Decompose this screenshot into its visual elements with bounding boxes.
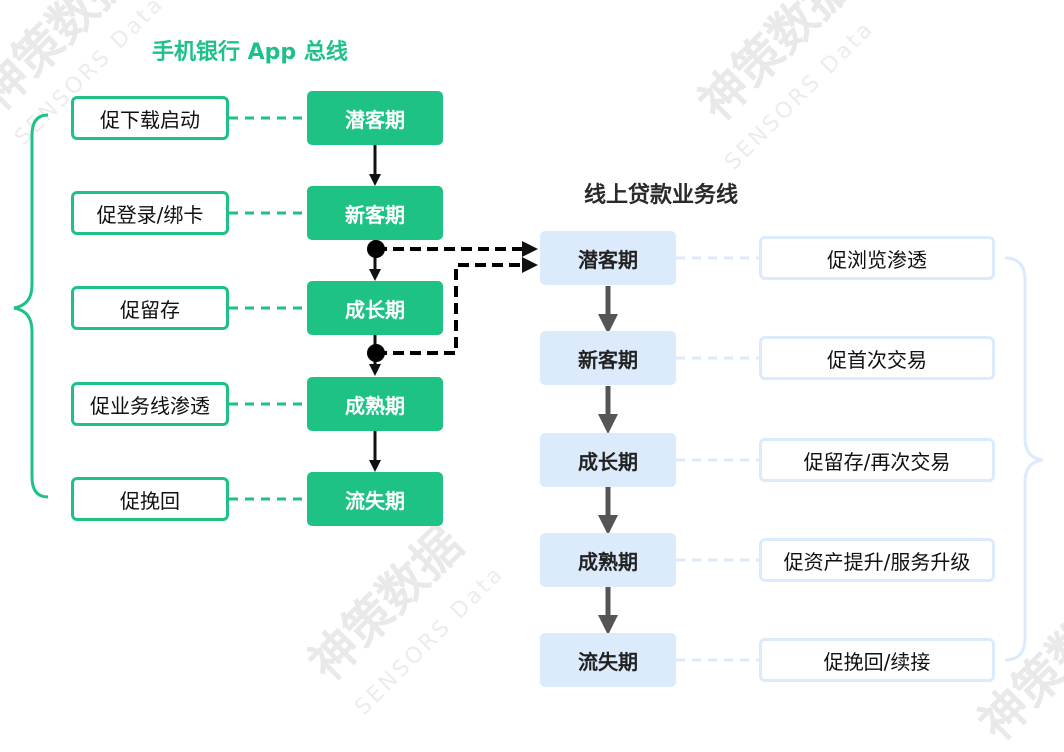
left-action-winback: 促挽回 — [71, 477, 229, 521]
left-stage-growth: 成长期 — [307, 281, 443, 335]
left-action-retention: 促留存 — [71, 286, 229, 330]
right-stage-churn: 流失期 — [540, 633, 676, 687]
junction-dot — [367, 240, 385, 258]
left-action-download: 促下载启动 — [71, 96, 229, 140]
right-action-winback: 促挽回/续接 — [759, 638, 995, 682]
left-dashed-links — [229, 116, 307, 501]
right-stage-prospect: 潜客期 — [540, 231, 676, 285]
left-stage-churn: 流失期 — [307, 472, 443, 526]
right-stage-growth: 成长期 — [540, 433, 676, 487]
right-brace — [1004, 256, 1044, 662]
right-stage-mature: 成熟期 — [540, 533, 676, 587]
left-stage-prospect: 潜客期 — [307, 91, 443, 145]
right-action-retention: 促留存/再次交易 — [759, 438, 995, 482]
right-action-first-trade: 促首次交易 — [759, 336, 995, 380]
cross-line-links — [376, 241, 538, 355]
left-action-login: 促登录/绑卡 — [71, 191, 229, 235]
left-line-title: 手机银行 App 总线 — [152, 40, 348, 65]
right-line-title: 线上贷款业务线 — [584, 183, 739, 208]
left-brace — [13, 113, 49, 499]
left-stage-mature: 成熟期 — [307, 377, 443, 431]
left-stage-new: 新客期 — [307, 186, 443, 240]
connector-layer — [13, 113, 1044, 662]
right-stage-new: 新客期 — [540, 331, 676, 385]
junction-dot — [367, 344, 385, 362]
left-action-penetration: 促业务线渗透 — [71, 382, 229, 426]
right-dashed-links — [676, 256, 759, 662]
right-action-browse: 促浏览渗透 — [759, 236, 995, 280]
right-action-upgrade: 促资产提升/服务升级 — [759, 538, 995, 582]
